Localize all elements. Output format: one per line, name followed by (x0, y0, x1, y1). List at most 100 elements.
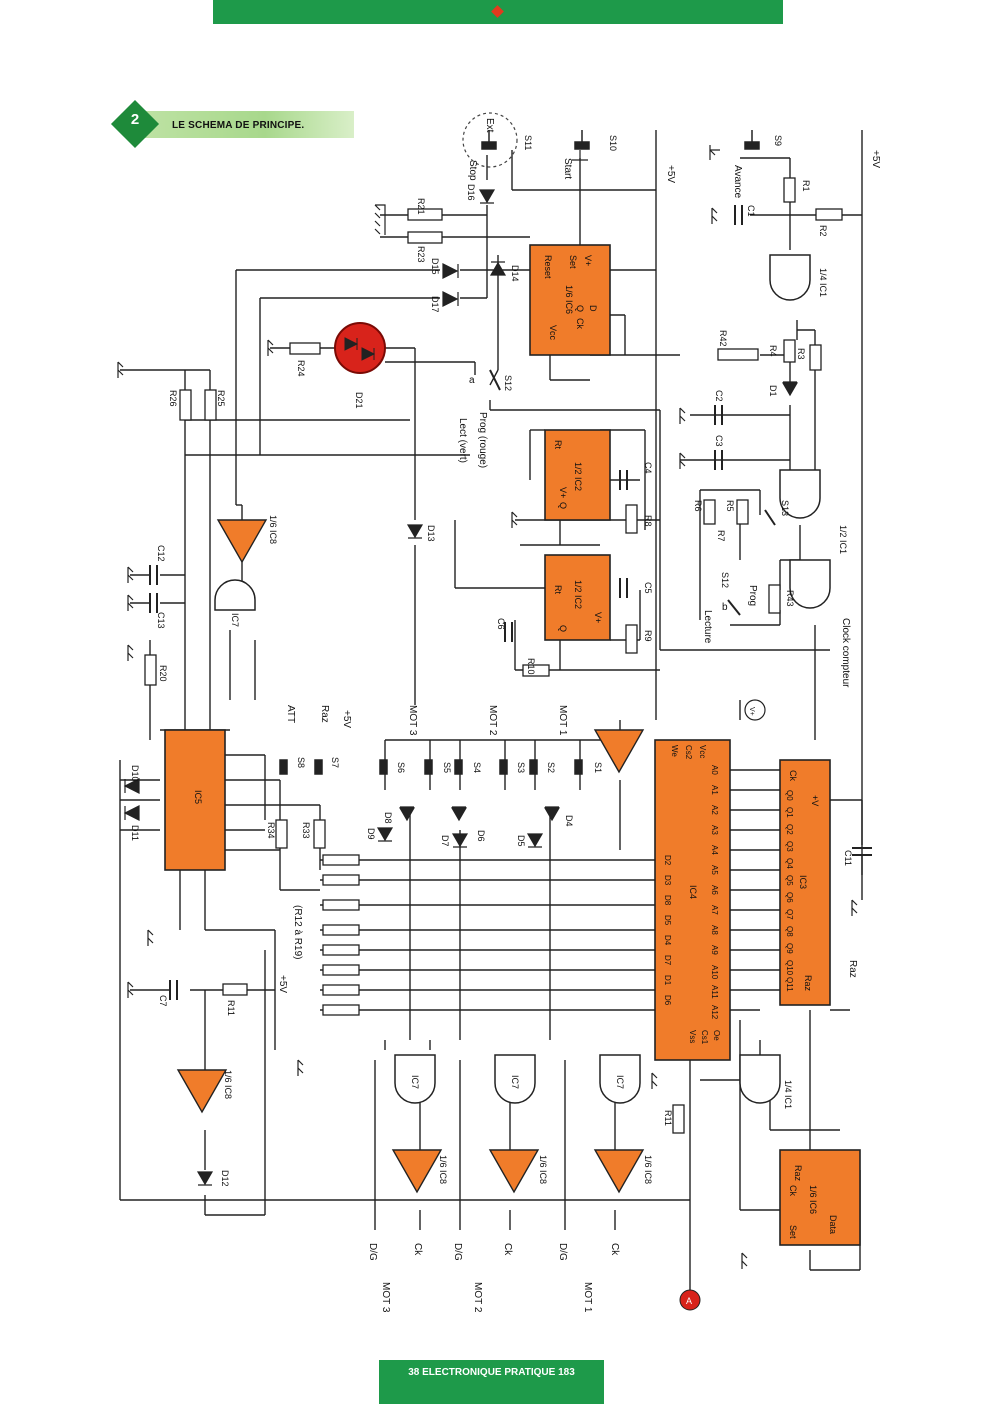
vplus-label-4: +5V (277, 975, 288, 993)
ic2-a-box (544, 429, 611, 521)
vplus-label-1: +5V (665, 165, 676, 183)
ic3-vplus: +V (810, 795, 820, 806)
section-header: 2 LE SCHEMA DE PRINCIPE. (110, 99, 355, 149)
resistor-bank (322, 854, 360, 1016)
ic6-latch-ck: Ck (788, 1185, 798, 1196)
d15-label: D15 (430, 258, 440, 275)
s4-label: S4 (472, 762, 482, 773)
mot1-dg-label: D/G (557, 1243, 568, 1261)
d14-label: D14 (510, 265, 520, 282)
r34-label: R34 (266, 822, 276, 839)
d13-label: D13 (426, 525, 436, 542)
d7-label: D7 (440, 835, 450, 847)
ic4-pin-a3: A3 (710, 825, 719, 835)
ic4-pin-a7: A7 (710, 905, 719, 915)
c13-label: C13 (156, 612, 166, 629)
s12b-label: S12 (720, 572, 730, 588)
ic3-pin-q1: Q1 (785, 807, 794, 818)
ic3-ck: Ck (788, 770, 798, 781)
s13-label: S13 (780, 500, 790, 516)
ic1-half-label: 1/2 IC1 (838, 525, 848, 554)
ic1-quarter-label-2: 1/4 IC1 (783, 1080, 793, 1109)
ic6-latch-raz: Raz (793, 1165, 803, 1182)
ic6-ck-pin: Ck (575, 318, 585, 329)
ic8-label-2: 1/6 IC8 (223, 1070, 233, 1099)
ic8-buffer-mot (593, 729, 645, 774)
mot3-ck-label: Ck (412, 1243, 423, 1256)
ic4-pin-a0: A0 (710, 765, 719, 775)
ic3-pin-q5: Q5 (785, 875, 794, 886)
ic4-pin-d4: D4 (663, 935, 672, 946)
ic6-vplus-pin: V+ (583, 255, 593, 266)
capacitors (149, 205, 872, 1000)
resistors (144, 177, 843, 1134)
ic4-pin-labels: A0A1A2A3A4A5A6A7A8A9A10A11A12D2D3D8D5D4D… (663, 745, 721, 1045)
r23-label: R23 (416, 246, 426, 263)
raz-switch-label: Raz (319, 705, 330, 723)
ic3-pin-q2: Q2 (785, 824, 794, 835)
ic6-latch-data: Data (828, 1215, 838, 1234)
ic4-box (654, 739, 731, 1061)
ic2-a-name: 1/2 IC2 (573, 462, 583, 491)
ic6-set-pin: Set (568, 255, 578, 269)
mot3-dg-label: D/G (367, 1243, 378, 1261)
s7-label: S7 (330, 757, 340, 768)
r7-label: R7 (716, 530, 726, 542)
ic4-pin-d1: D1 (663, 975, 672, 986)
footer-bar: 38 ELECTRONIQUE PRATIQUE 183 (379, 1360, 604, 1404)
ic4-pin-a5: A5 (710, 865, 719, 875)
s11-dashed-outline (462, 112, 518, 168)
r4-label: R4 (768, 345, 778, 357)
ic3-pin-q9: Q9 (785, 943, 794, 954)
r8-label: R8 (643, 515, 653, 527)
s11-label: S11 (523, 135, 533, 150)
ic4-pin-vss: Vss (688, 1030, 697, 1043)
ic3-pin-q3: Q3 (785, 841, 794, 852)
diodes (123, 189, 799, 1186)
buffer-triangles (176, 519, 645, 1194)
d17-label: D17 (430, 296, 440, 313)
top-color-bar (213, 0, 783, 24)
mot3-top-label: MOT 3 (407, 705, 418, 736)
r33-label: R33 (301, 822, 311, 839)
mot2-bottom-label: MOT 2 (472, 1282, 483, 1313)
lect-vert-label: Lect (vert) (457, 418, 468, 463)
s6-label: S6 (396, 762, 406, 773)
c12-label: C12 (156, 545, 166, 562)
ic8-label-mot2: 1/6 IC8 (538, 1155, 548, 1184)
ic3-pin-q4: Q4 (785, 858, 794, 869)
r22-label: R21 (416, 198, 426, 215)
d11-label: D11 (130, 825, 140, 841)
ic4-pin-d6: D6 (663, 995, 672, 1006)
lecture-label: Lecture (702, 610, 713, 644)
ic4-pin-a12: A12 (710, 1005, 719, 1020)
ic2-a-rt: Rt (553, 440, 563, 449)
ic4-pin-a1: A1 (710, 785, 719, 795)
ic8-buffer-mot2 (488, 1149, 540, 1194)
ic3-pin-q8: Q8 (785, 926, 794, 937)
c2-label: C2 (714, 390, 724, 402)
switches (279, 130, 776, 775)
s8-label: S8 (296, 757, 306, 768)
s12-label: S12 (503, 375, 513, 391)
s9-label: S9 (773, 135, 783, 146)
mot1-bottom-label: MOT 1 (582, 1282, 593, 1313)
r10-label: R10 (526, 658, 536, 675)
ic7-label-mot3: IC7 (410, 1075, 420, 1089)
ic6-latch-name: 1/6 IC6 (808, 1185, 818, 1214)
ic3-name: IC3 (798, 875, 808, 889)
ic3-pin-q10: Q10 (785, 960, 794, 976)
ic4-pin-d7: D7 (663, 955, 672, 966)
ic6-latch-box (779, 1149, 861, 1246)
ic8-buffer-mot1 (593, 1149, 645, 1194)
r43-label: R43 (785, 590, 795, 607)
ic4-pin-a9: A9 (710, 945, 719, 955)
ic2-b-q: Q (558, 625, 568, 632)
ic1-quarter-label-1: 1/4 IC1 (818, 268, 828, 297)
d4-label: D4 (564, 815, 574, 827)
avance-label: Avance (732, 165, 743, 199)
mot3-bottom-label: MOT 3 (380, 1282, 391, 1313)
r24-label: R24 (296, 360, 306, 377)
d12-label: D12 (220, 1170, 230, 1187)
